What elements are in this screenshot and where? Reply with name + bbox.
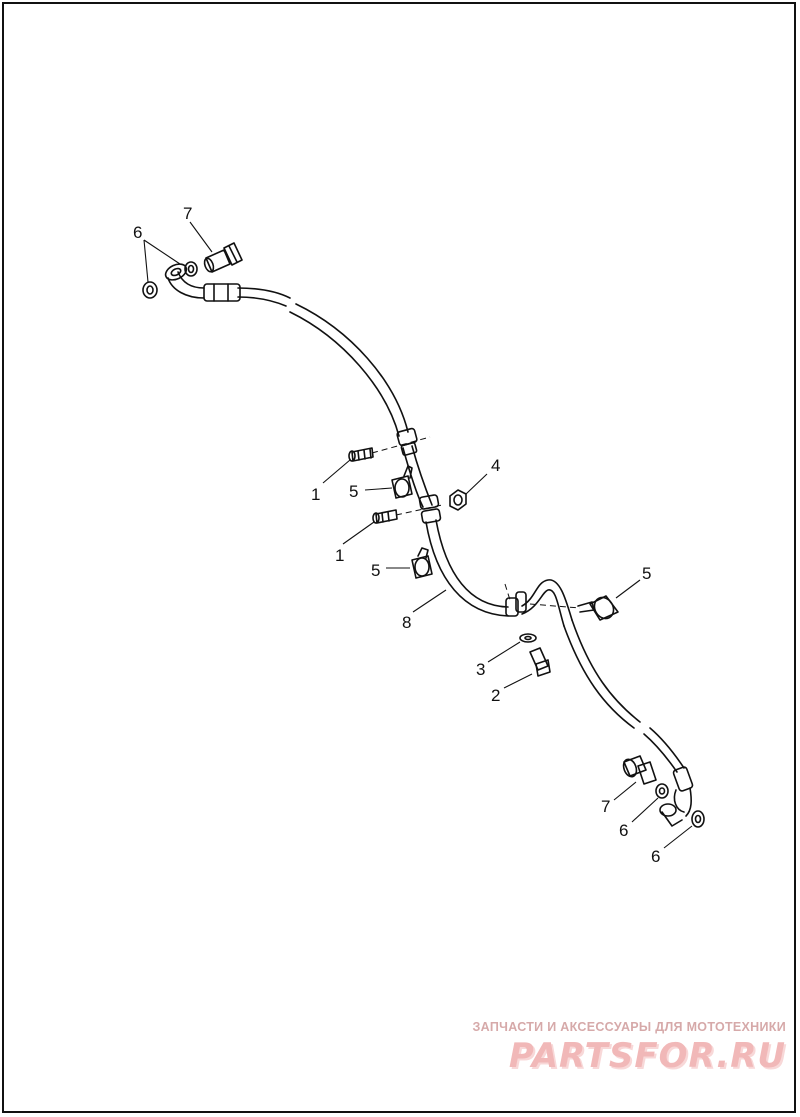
callout-8: 8 <box>402 613 411 632</box>
clip-middle <box>411 547 433 579</box>
hex-bolt <box>529 647 551 677</box>
leader-lines <box>143 221 693 849</box>
callout-7-top: 7 <box>183 204 192 223</box>
washer-top-right <box>184 261 198 277</box>
washer-top-left <box>142 281 158 299</box>
watermark-logo: PARTSFOR.RU <box>508 1036 786 1076</box>
screw-lower <box>372 509 398 524</box>
banjo-fitting-top <box>164 263 241 302</box>
callout-1-b: 1 <box>335 546 344 565</box>
callout-1-a: 1 <box>311 485 320 504</box>
callout-7-bottom: 7 <box>601 797 610 816</box>
hose-grommet-3 <box>505 591 527 617</box>
washer-bottom-a <box>655 783 669 799</box>
banjo-bolt-bottom <box>622 755 657 785</box>
callout-3: 3 <box>476 660 485 679</box>
hose-grommet-1 <box>396 427 418 456</box>
assembly-lines <box>371 436 581 609</box>
brake-hose-lower <box>521 579 685 773</box>
screw-upper <box>348 447 374 462</box>
washer-bottom-b <box>691 810 705 828</box>
callout-4: 4 <box>491 456 500 475</box>
callout-2: 2 <box>491 686 500 705</box>
clip-upper <box>391 465 413 499</box>
callout-5-a: 5 <box>349 482 358 501</box>
callout-5-c: 5 <box>642 564 651 583</box>
watermark: ЗАПЧАСТИ И АКСЕССУАРЫ ДЛЯ МОТОТЕХНИКИ PA… <box>473 1020 786 1076</box>
washer-small <box>519 633 537 643</box>
banjo-bolt-top <box>203 242 243 273</box>
watermark-tagline: ЗАПЧАСТИ И АКСЕССУАРЫ ДЛЯ МОТОТЕХНИКИ <box>472 1020 786 1034</box>
callout-6-bottom-a: 6 <box>619 821 628 840</box>
callout-6-bottom-b: 6 <box>651 847 660 866</box>
callout-5-b: 5 <box>371 561 380 580</box>
clip-right <box>577 595 619 621</box>
nut <box>449 489 467 511</box>
banjo-fitting-bottom <box>659 766 694 827</box>
callout-6-top: 6 <box>133 223 142 242</box>
